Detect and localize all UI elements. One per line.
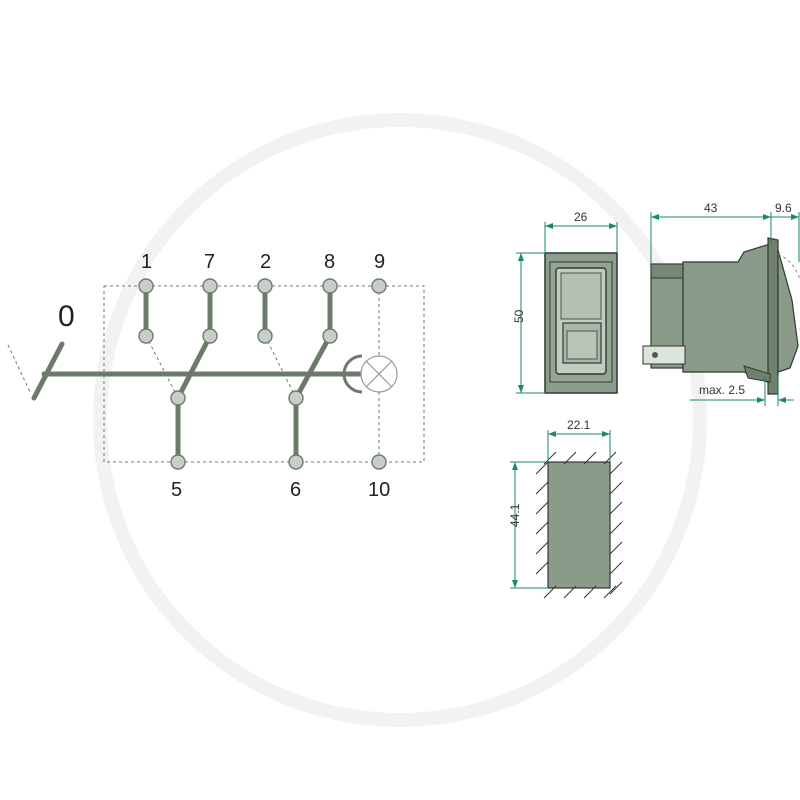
terminal-5-contact	[170, 390, 186, 406]
dim-arrow	[791, 214, 799, 220]
contact-2-dashed	[264, 335, 297, 399]
terminal-8	[322, 278, 338, 294]
side-bezel-flange	[767, 237, 779, 395]
contact-8-blade	[293, 333, 333, 401]
dim-cutout-width-label: 22.1	[567, 418, 591, 432]
rocker-lever	[31, 341, 65, 401]
side-rocker-alt-position	[777, 253, 800, 330]
side-view: 43 9.6 max. 2.5	[642, 201, 800, 406]
terminal-5	[170, 454, 186, 470]
side-connector-block-top	[650, 263, 684, 279]
dim-arrow	[778, 397, 786, 403]
lever-position-dashed	[7, 344, 31, 393]
panel-cutout: 22.1 44.1	[508, 418, 623, 599]
side-terminal-hole	[652, 352, 658, 358]
hatch-line	[535, 541, 549, 555]
hatch-line	[603, 585, 617, 599]
side-terminal-tab	[642, 345, 686, 365]
switch-housing-outline	[103, 285, 425, 463]
dim-arrow	[548, 431, 556, 437]
dim-front-height-label: 50	[512, 309, 526, 323]
dim-arrow	[512, 580, 518, 588]
terminal-label-10: 10	[368, 479, 390, 501]
terminal-2	[257, 278, 273, 294]
watermark-circle	[93, 113, 707, 727]
hatch-line	[535, 501, 549, 515]
hatch-line	[535, 461, 549, 475]
position-label-one: I	[0, 300, 2, 333]
dim-arrow	[518, 253, 524, 261]
hatch-line	[609, 461, 623, 475]
contact-1-dashed	[145, 335, 179, 399]
hatch-line	[609, 581, 623, 595]
dim-arrow	[518, 385, 524, 393]
side-snap-clip	[743, 365, 771, 383]
lamp-cross-b	[365, 360, 393, 388]
terminal-label-8: 8	[324, 251, 335, 273]
wiring-schematic: I 0	[0, 251, 425, 501]
hatch-line	[609, 481, 623, 495]
hatch-line	[609, 521, 623, 535]
hatch-line	[583, 585, 597, 599]
side-housing	[682, 243, 773, 385]
dim-panel-thickness-label: max. 2.5	[699, 383, 745, 397]
rocker-face-upper	[560, 272, 602, 320]
terminal-label-5: 5	[171, 479, 182, 501]
lamp-bracket	[342, 354, 363, 394]
terminal-label-9: 9	[374, 251, 385, 273]
cutout-opening	[547, 461, 611, 589]
terminal-label-2: 2	[260, 251, 271, 273]
hatch-line	[583, 451, 597, 465]
dim-cutout-height-label: 44.1	[508, 503, 522, 527]
hatch-line	[535, 521, 549, 535]
terminal-8-contact	[322, 328, 338, 344]
position-label-zero: 0	[58, 300, 75, 333]
terminal-label-6: 6	[290, 479, 301, 501]
terminal-1-contact	[138, 328, 154, 344]
hatch-line	[543, 585, 557, 599]
terminal-7-contact	[202, 328, 218, 344]
contact-7-blade	[175, 333, 213, 401]
dim-side-depth-label: 43	[704, 201, 718, 215]
dim-arrow	[763, 214, 771, 220]
hatch-line	[535, 481, 549, 495]
hatch-line	[609, 561, 623, 575]
hatch-line	[535, 561, 549, 575]
terminal-6-contact	[288, 390, 304, 406]
dim-arrow	[609, 223, 617, 229]
hatch-line	[609, 501, 623, 515]
terminal-label-7: 7	[204, 251, 215, 273]
terminal-10	[371, 454, 387, 470]
hatch-line	[563, 451, 577, 465]
hatch-line	[609, 541, 623, 555]
dim-arrow	[545, 223, 553, 229]
terminal-7	[202, 278, 218, 294]
terminal-2-contact	[257, 328, 273, 344]
dim-arrow	[512, 462, 518, 470]
dim-arrow	[651, 214, 659, 220]
terminal-9	[371, 278, 387, 294]
side-rocker	[777, 249, 799, 373]
front-view: 26 50	[512, 210, 618, 394]
terminal-1	[138, 278, 154, 294]
indicator-window-inner	[566, 330, 598, 360]
hatch-line	[563, 585, 577, 599]
dim-arrow	[757, 397, 765, 403]
dim-arrow	[602, 431, 610, 437]
terminal-6	[288, 454, 304, 470]
dim-rocker-depth-label: 9.6	[775, 201, 792, 215]
terminal-label-1: 1	[141, 251, 152, 273]
dim-front-width-label: 26	[574, 210, 588, 224]
